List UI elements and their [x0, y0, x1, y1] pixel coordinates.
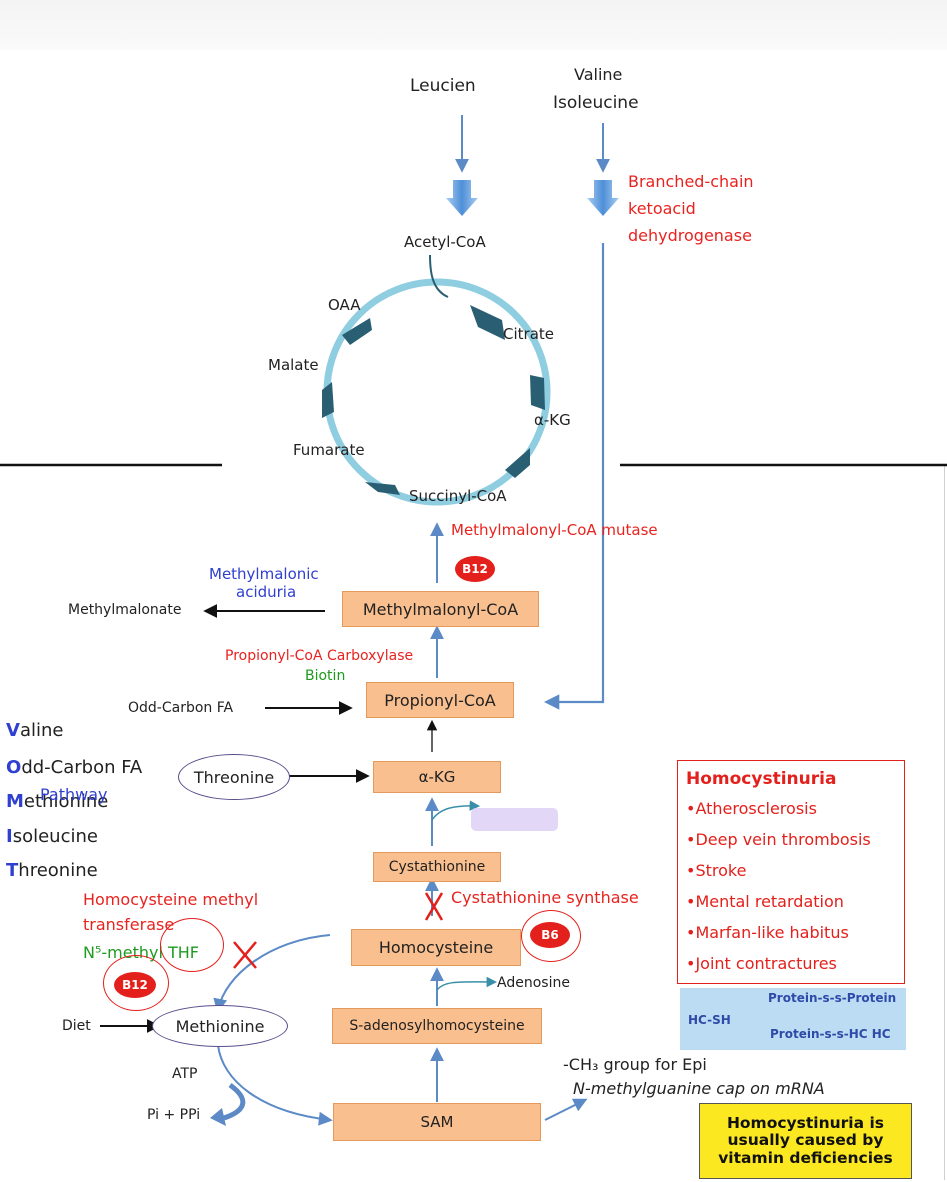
- symptom-item: •Mental retardation: [686, 892, 844, 911]
- tca-arrowheads: [322, 305, 545, 495]
- pi-ppi-label: Pi + PPi: [147, 1107, 201, 1123]
- diet-label: Diet: [62, 1018, 91, 1034]
- odd-carbon-fa-label: Odd-Carbon FA: [128, 700, 234, 716]
- mutase-label: Methylmalonyl-CoA mutase: [451, 521, 658, 539]
- leucine-label: Leucien: [410, 76, 476, 96]
- sam-to-methyl-arrow: [544, 1098, 588, 1121]
- aciduria-line2: aciduria: [236, 583, 297, 601]
- tca-arrow-3: [505, 448, 530, 478]
- symptom-item: •Deep vein thrombosis: [686, 830, 871, 849]
- fumarate-label: Fumarate: [293, 441, 365, 459]
- akg-cycle-label: α-KG: [534, 411, 571, 429]
- valine-label: Valine: [574, 65, 623, 84]
- mnemonic-oddcarbon: Odd-Carbon FA: [6, 757, 143, 778]
- symptom-item: •Atherosclerosis: [686, 799, 817, 818]
- cap-label: N-methylguanine cap on mRNA: [573, 1079, 825, 1098]
- symptom-item: •Stroke: [686, 861, 747, 880]
- tca-arrow-2: [530, 375, 545, 410]
- block-x-thf: [233, 941, 257, 969]
- homocysteine-box: Homocysteine: [351, 929, 521, 966]
- mnemonic-valine: Valine: [6, 720, 64, 741]
- methylmalonyl-coa-box: Methylmalonyl-CoA: [342, 591, 539, 627]
- b12-badge-top: B12: [455, 556, 495, 582]
- mnemonic-pathway-overlay: Pathway: [40, 785, 108, 804]
- methionine-to-sam-arrow: [217, 1044, 333, 1126]
- hmt-line1: Homocysteine methyl: [83, 890, 259, 909]
- valine-block-arrow: [587, 180, 619, 216]
- b12-badge-left: B12: [114, 972, 156, 998]
- slide-frame: [0, 466, 945, 1180]
- adenosine-label: Adenosine: [497, 975, 570, 991]
- b6-badge: B6: [530, 922, 570, 948]
- placeholder-pill: [471, 808, 558, 831]
- bcaa-to-propionyl-arrow: [543, 243, 605, 710]
- leucine-block-arrow: [446, 180, 478, 216]
- symptom-item: •Joint contractures: [686, 954, 837, 973]
- tca-arrow-4: [365, 482, 400, 495]
- hc-sh-label: HC-SH: [688, 1013, 731, 1027]
- homocystinuria-box: Homocystinuria •Atherosclerosis •Deep ve…: [677, 760, 905, 984]
- threonine-oval: Threonine: [178, 754, 290, 800]
- b12-left-ring: [103, 955, 169, 1011]
- bckd-line1: Branched-chain: [628, 172, 754, 191]
- deficiency-callout: Homocystinuria is usually caused by vita…: [699, 1103, 912, 1179]
- atp-curve: [223, 1082, 246, 1121]
- mnemonic-methionine: Methionine: [6, 791, 109, 812]
- cysta-side-arrow: [431, 800, 481, 821]
- biotin-label: Biotin: [305, 668, 346, 684]
- homocys-to-methionine-arrow: [213, 934, 331, 1013]
- protein-disulfide-diagram: Protein-s-s-Protein HC-SH Protein-s-s-HC…: [680, 988, 906, 1050]
- cys-synthase-label: Cystathionine synthase: [451, 888, 639, 907]
- atp-curve-head: [210, 1108, 226, 1126]
- acetyl-coa-label: Acetyl-CoA: [404, 233, 486, 251]
- symptom-item: •Marfan-like habitus: [686, 923, 849, 942]
- b6-ring: [521, 910, 581, 962]
- hmt-line2: transferase: [83, 915, 175, 934]
- mnemonic-threonine: Threonine: [6, 860, 98, 881]
- aciduria-line1: Methylmalonic: [209, 565, 319, 583]
- protein-bottom-label: Protein-s-s-HC HC: [770, 1027, 891, 1041]
- bckd-line2: ketoacid: [628, 199, 696, 218]
- bckd-line3: dehydrogenase: [628, 226, 752, 245]
- succinyl-coa-label: Succinyl-CoA: [409, 487, 507, 505]
- atp-label: ATP: [172, 1066, 198, 1082]
- tca-arrow-1: [470, 305, 505, 340]
- citrate-label: Citrate: [503, 325, 554, 343]
- top-bar: [0, 0, 947, 50]
- akg-box: α-KG: [373, 761, 501, 793]
- sah-box: S-adenosylhomocysteine: [332, 1008, 542, 1044]
- mnemonic-isoleucine: Isoleucine: [6, 826, 98, 847]
- tca-arrow-5: [322, 382, 334, 418]
- oaa-label: OAA: [328, 296, 361, 314]
- carboxylase-label: Propionyl-CoA Carboxylase: [225, 648, 414, 664]
- methionine-oval: Methionine: [152, 1005, 288, 1047]
- sam-box: SAM: [333, 1103, 541, 1141]
- tca-arrow-6: [342, 318, 372, 345]
- homocystinuria-title: Homocystinuria: [686, 769, 837, 789]
- isoleucine-label: Isoleucine: [553, 93, 639, 113]
- acetyl-entry-line: [429, 254, 449, 298]
- propionyl-coa-box: Propionyl-CoA: [366, 682, 514, 718]
- protein-top-label: Protein-s-s-Protein: [768, 991, 897, 1005]
- adenosine-arrow: [436, 976, 498, 991]
- malate-label: Malate: [268, 356, 319, 374]
- ch3-label: -CH₃ group for Epi: [563, 1055, 707, 1074]
- thf-ring: [160, 918, 224, 972]
- methylmalonate-label: Methylmalonate: [68, 602, 182, 618]
- cystathionine-box: Cystathionine: [373, 852, 501, 882]
- block-x-cysta: [424, 892, 444, 921]
